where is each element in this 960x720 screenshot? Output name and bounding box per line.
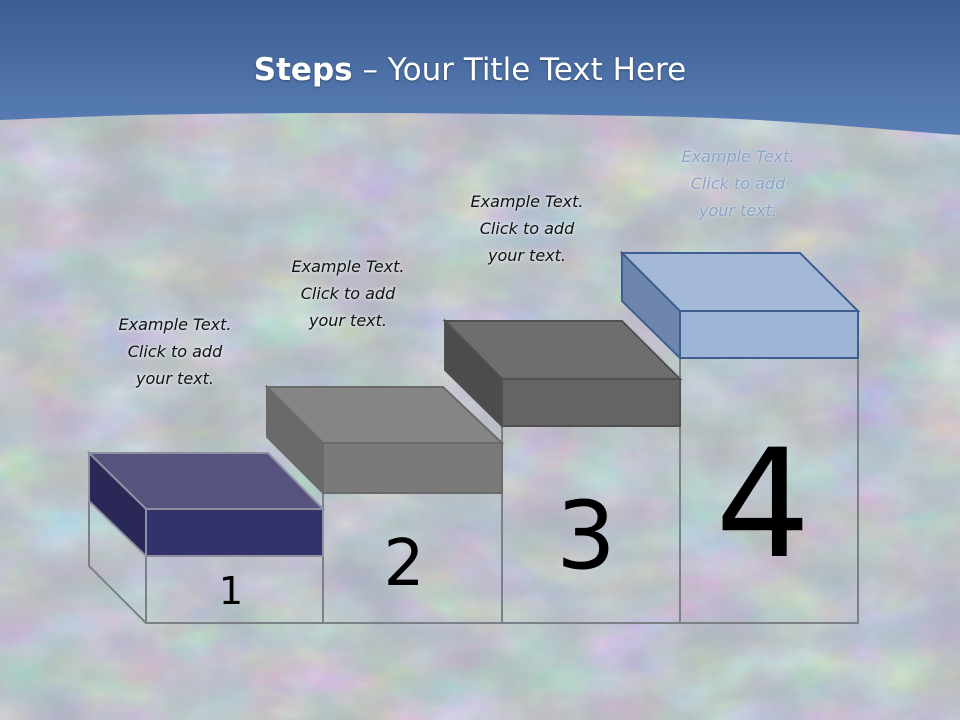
title-bold: Steps <box>253 52 353 88</box>
step-4-caption[interactable]: Example Text. Click to add your text. <box>653 143 823 224</box>
step-4-caption-line-2: Click to add <box>690 174 786 193</box>
step-1-number: 1 <box>219 569 243 613</box>
step-4-block[interactable] <box>619 250 861 361</box>
step-4-caption-line-1: Example Text. <box>681 147 795 166</box>
step-4-caption-line-3: your text. <box>698 201 777 220</box>
step-3-number: 3 <box>556 482 616 591</box>
step-3-caption-line-3: your text. <box>487 246 566 265</box>
step-1-caption-line-3: your text. <box>135 369 214 388</box>
step-2-caption-line-3: your text. <box>308 311 387 330</box>
step-2-number: 2 <box>384 527 425 601</box>
step-4-number: 4 <box>715 418 810 592</box>
step-1-caption-line-1: Example Text. <box>118 315 232 334</box>
step-2-caption[interactable]: Example Text. Click to add your text. <box>263 253 433 334</box>
step-3-caption[interactable]: Example Text. Click to add your text. <box>442 188 612 269</box>
step-2-block[interactable] <box>264 384 505 496</box>
header-wave <box>0 0 960 135</box>
step-3-caption-line-1: Example Text. <box>470 192 584 211</box>
step-1-caption[interactable]: Example Text. Click to add your text. <box>90 311 260 392</box>
step-1-block[interactable] <box>86 450 326 559</box>
step-2-caption-line-2: Click to add <box>300 284 396 303</box>
step-2-caption-line-1: Example Text. <box>291 257 405 276</box>
step-3-block[interactable] <box>442 318 683 429</box>
slide-title[interactable]: Steps – Your Title Text Here <box>0 52 940 88</box>
step-1-caption-line-2: Click to add <box>127 342 223 361</box>
title-text: – Your Title Text Here <box>352 52 687 88</box>
step-3-caption-line-2: Click to add <box>479 219 575 238</box>
